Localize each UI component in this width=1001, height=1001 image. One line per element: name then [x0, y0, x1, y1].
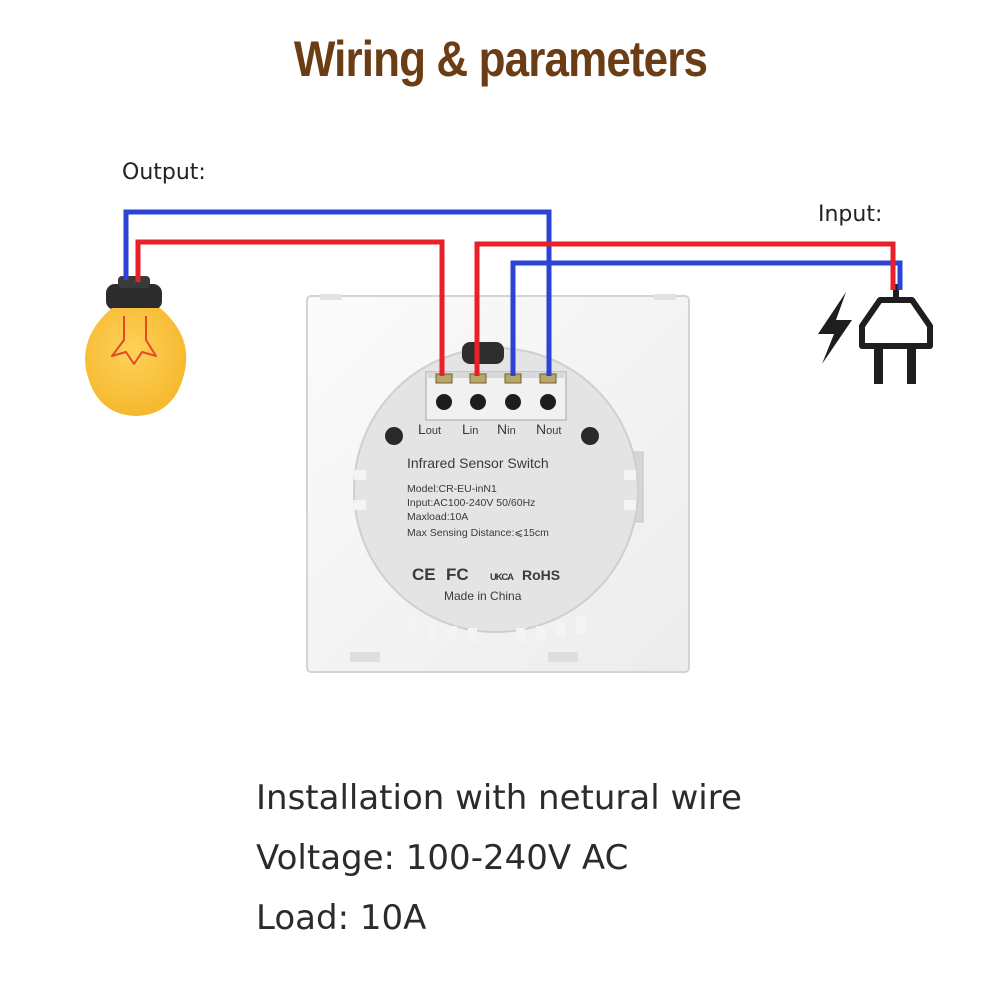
- device-name: Infrared Sensor Switch: [407, 455, 549, 471]
- ukca-mark: UKCA: [490, 572, 514, 583]
- info-load: Load: 10A: [256, 898, 427, 938]
- device-spec-distance: Max Sensing Distance:⩽15cm: [407, 527, 549, 539]
- lightning-icon: [818, 292, 852, 364]
- terminal-block: [425, 371, 567, 421]
- rohs-mark: RoHS: [522, 567, 560, 583]
- device-spec-input: Input:AC100-240V 50/60Hz: [407, 497, 535, 509]
- power-plug-icon: [859, 284, 933, 384]
- mounting-hole: [581, 427, 599, 445]
- input-label: Input:: [818, 202, 883, 227]
- device-spec-model: Model:CR-EU-inN1: [407, 483, 497, 495]
- device-spec-maxload: Maxload:10A: [407, 511, 468, 523]
- light-bulb-icon: [85, 276, 187, 416]
- switch-back-body: [353, 342, 639, 642]
- terminal-hole-nin: [505, 394, 521, 410]
- terminal-hole-lin: [470, 394, 486, 410]
- terminal-hole-lout: [436, 394, 452, 410]
- terminal-label-nin: Nin: [497, 421, 516, 437]
- terminal-label-nout: Nout: [536, 421, 561, 437]
- output-label: Output:: [122, 160, 206, 185]
- ce-mark: CE: [412, 565, 436, 584]
- mounting-hole: [385, 427, 403, 445]
- terminal-hole-nout: [540, 394, 556, 410]
- fc-mark: FC: [446, 565, 469, 584]
- info-voltage: Voltage: 100-240V AC: [256, 838, 629, 878]
- page-title: Wiring & parameters: [293, 31, 708, 87]
- clip-slot: [462, 342, 504, 364]
- neutral-wires: [123, 209, 903, 376]
- live-wires: [135, 239, 896, 376]
- terminal-label-lout: Lout: [418, 421, 441, 437]
- info-installation: Installation with netural wire: [256, 778, 742, 818]
- made-in-label: Made in China: [444, 589, 522, 603]
- terminal-label-lin: Lin: [462, 421, 478, 437]
